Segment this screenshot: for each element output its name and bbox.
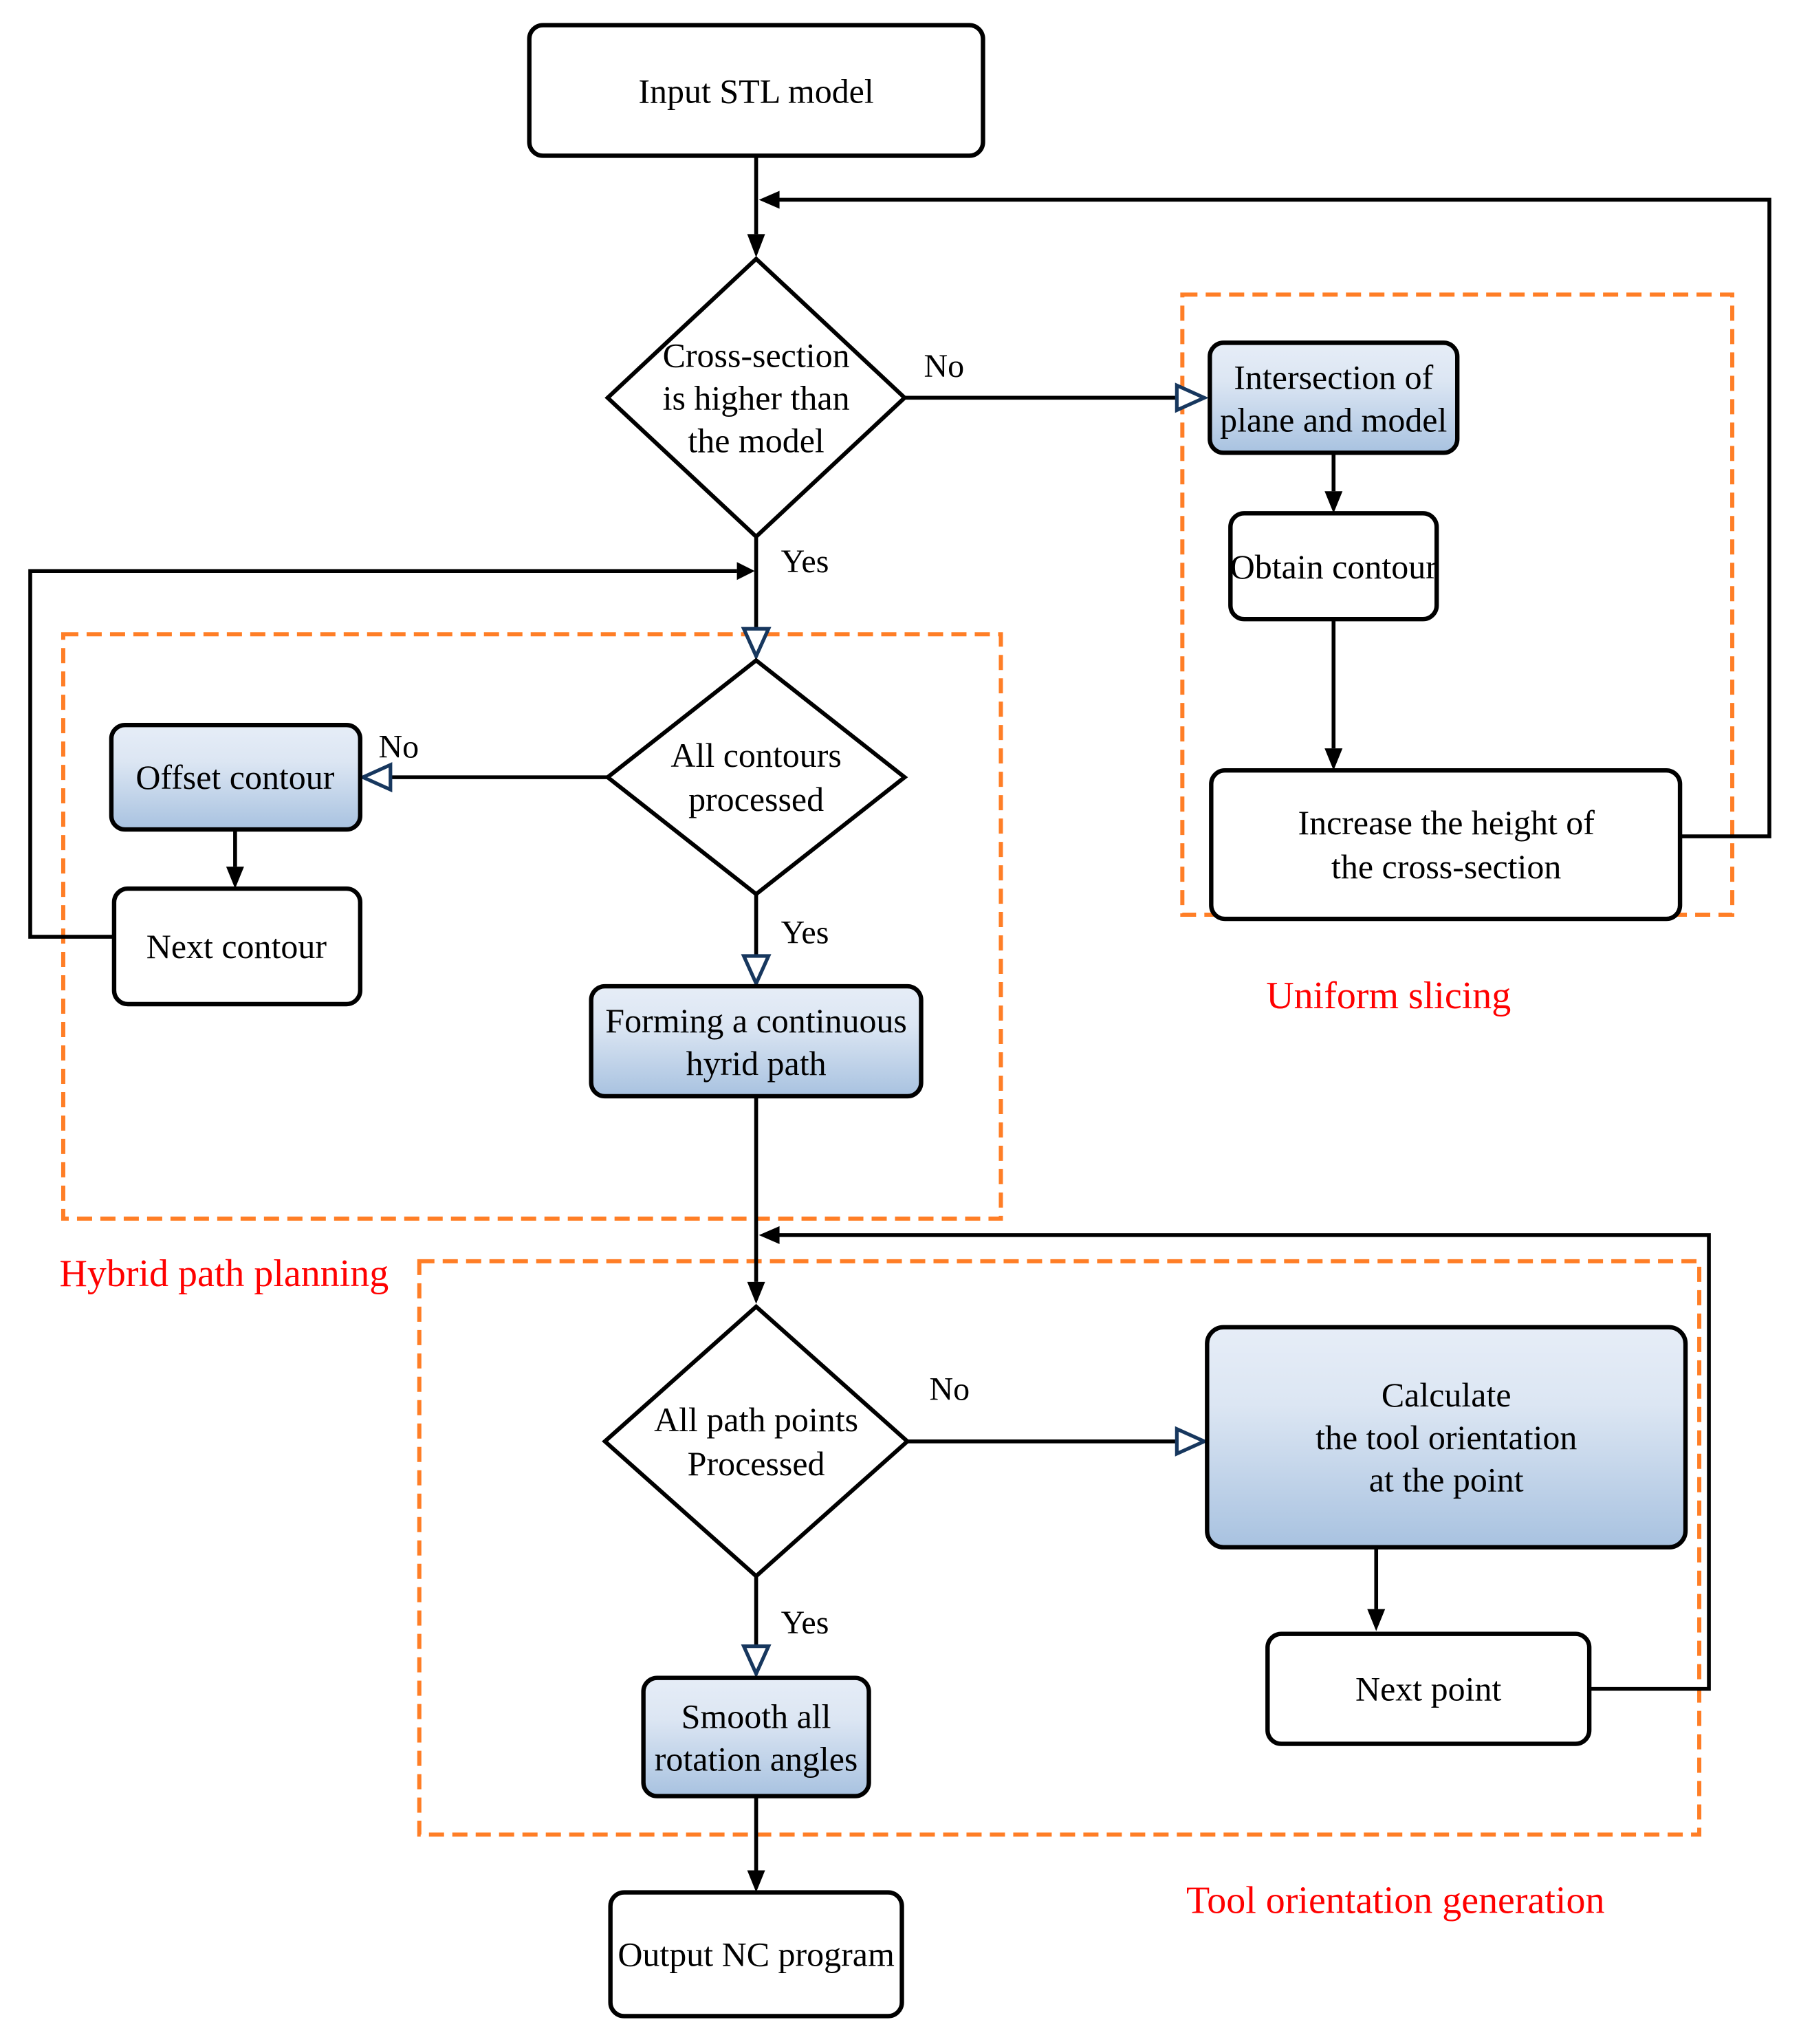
d2-diamond	[604, 657, 908, 897]
node-next-contour: Next contour	[111, 886, 362, 1007]
increase-height-line2: the cross-section	[1331, 847, 1561, 886]
node-input-stl: Input STL model	[527, 23, 985, 158]
arrowhead-into-obtain	[1324, 491, 1343, 514]
node-next-point: Next point	[1265, 1631, 1592, 1746]
calc-orientation-box	[1205, 1325, 1688, 1550]
arrowhead-into-output	[747, 1870, 765, 1893]
node-increase-height: Increase the height of the cross-section	[1209, 768, 1683, 922]
arrowhead-into-nextpoint	[1367, 1609, 1386, 1631]
smooth-angles-line2: rotation angles	[655, 1740, 858, 1779]
edge-feedback-point-loop	[778, 1233, 1711, 1691]
forming-path-box	[589, 983, 924, 1099]
edge-label-no3: No	[929, 1371, 970, 1407]
d1-diamond	[604, 256, 908, 540]
node-offset-contour: Offset contour	[109, 722, 362, 832]
open-arrowhead-into-intersection	[1175, 382, 1209, 413]
section-label-tool-orientation: Tool orientation generation	[1186, 1880, 1604, 1922]
open-arrowhead-into-smooth	[741, 1644, 772, 1678]
offset-contour-label: Offset contour	[135, 758, 334, 796]
smooth-angles-line1: Smooth all	[681, 1697, 831, 1736]
arrowhead-feedback-point	[758, 1226, 780, 1244]
open-arrowhead-into-forming	[741, 954, 772, 988]
next-point-box	[1265, 1631, 1592, 1746]
next-point-label: Next point	[1355, 1670, 1501, 1708]
input-stl-box	[527, 23, 985, 158]
arrowhead-feedback-contour	[736, 562, 755, 580]
arrowhead-into-d3	[747, 1281, 765, 1304]
edge-label-no2: No	[378, 729, 419, 765]
obtain-contour-label: Obtain contour	[1230, 547, 1437, 586]
section-label-uniform-slicing: Uniform slicing	[1266, 975, 1511, 1017]
increase-height-box	[1209, 768, 1683, 922]
intersection-box	[1208, 340, 1460, 455]
obtain-contour-box	[1228, 511, 1439, 622]
d3-line1: All path points	[654, 1400, 858, 1439]
d1-line3: the model	[688, 421, 824, 459]
edge-label-yes1: Yes	[781, 543, 829, 580]
d2-line2: processed	[688, 780, 824, 818]
intersection-line2: plane and model	[1220, 400, 1447, 439]
tool-orientation-section-frame	[417, 1259, 1702, 1837]
arrowhead-into-nextcontour	[226, 867, 244, 889]
section-label-hybrid-path: Hybrid path planning	[59, 1252, 389, 1295]
node-decision-all-points: All path points Processed	[602, 1303, 911, 1579]
output-nc-label: Output NC program	[618, 1935, 895, 1973]
node-decision-cross-section: Cross-section is higher than the model	[604, 256, 908, 540]
node-decision-all-contours: All contours processed	[604, 657, 908, 897]
edge-feedback-uniform-loop	[778, 197, 1771, 838]
node-smooth-angles: Smooth all rotation angles	[641, 1675, 871, 1798]
arrowhead-into-d1	[747, 234, 765, 258]
calc-orientation-line3: at the point	[1369, 1461, 1524, 1499]
forming-path-line1: Forming a continuous	[605, 1001, 907, 1040]
node-obtain-contour: Obtain contour	[1228, 511, 1439, 622]
d3-line2: Processed	[688, 1444, 825, 1483]
node-calc-orientation: Calculate the tool orientation at the po…	[1205, 1325, 1688, 1550]
d1-line1: Cross-section	[663, 336, 850, 374]
smooth-angles-box	[641, 1675, 871, 1798]
d3-diamond	[602, 1303, 911, 1579]
calc-orientation-line1: Calculate	[1382, 1376, 1511, 1414]
node-output-nc: Output NC program	[608, 1890, 904, 2019]
open-arrowhead-into-d2	[741, 627, 772, 661]
increase-height-line1: Increase the height of	[1298, 803, 1595, 842]
edge-feedback-contour-loop	[28, 569, 737, 939]
next-contour-label: Next contour	[146, 927, 327, 966]
next-contour-box	[111, 886, 362, 1007]
edge-label-yes3: Yes	[781, 1605, 829, 1641]
input-stl-label: Input STL model	[638, 72, 873, 111]
open-arrowhead-into-offset	[358, 762, 393, 793]
calc-orientation-line2: the tool orientation	[1316, 1418, 1577, 1457]
arrowhead-feedback-uniform	[758, 191, 780, 209]
forming-path-line2: hyrid path	[686, 1044, 827, 1083]
output-nc-box	[608, 1890, 904, 2019]
edge-label-yes2: Yes	[781, 915, 829, 951]
d1-line2: is higher than	[663, 378, 850, 417]
node-intersection: Intersection of plane and model	[1208, 340, 1460, 455]
node-forming-path: Forming a continuous hyrid path	[589, 983, 924, 1099]
offset-contour-box	[109, 722, 362, 832]
edge-label-no1: No	[924, 348, 964, 384]
intersection-line1: Intersection of	[1234, 358, 1433, 396]
d2-line1: All contours	[670, 736, 841, 774]
arrowhead-into-increase	[1324, 748, 1343, 771]
open-arrowhead-into-calc	[1175, 1426, 1209, 1457]
hybrid-path-planning-section-frame	[61, 632, 1003, 1221]
